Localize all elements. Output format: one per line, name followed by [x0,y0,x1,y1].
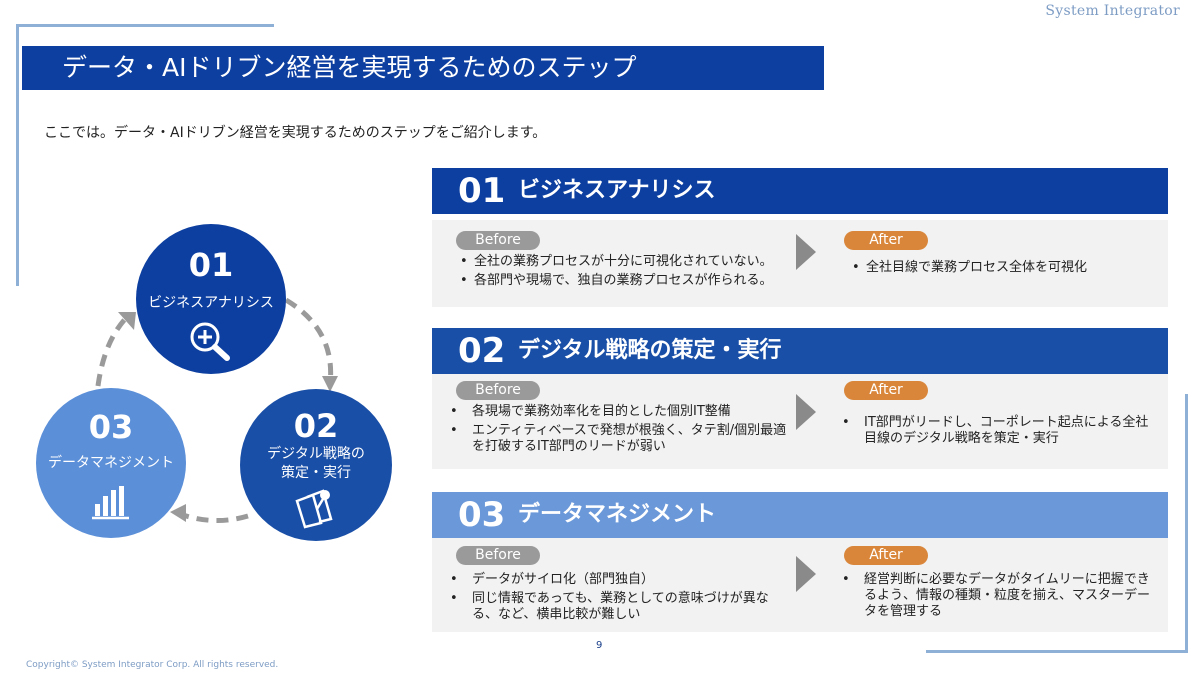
before-list: •データがサイロ化（部門独自） •同じ情報であっても、業務としての意味づけが異な… [448,572,788,626]
documents-pin-icon [295,489,333,529]
page-number: 9 [596,640,603,651]
step-number: 01 [458,171,506,211]
after-list: •全社目線で業務プロセス全体を可視化 [850,260,1160,279]
cycle-step-num: 03 [88,408,134,446]
step-header: 02 デジタル戦略の策定・実行 [432,328,1168,374]
step-section-03: 03 データマネジメント Before •データがサイロ化（部門独自） •同じ情… [432,492,1168,632]
step-section-02: 02 デジタル戦略の策定・実行 Before •各現場で業務効率化を目的とした個… [432,328,1168,469]
after-badge: After [844,381,928,400]
cycle-step-label-line2: 策定・実行 [281,465,351,481]
after-badge: After [844,231,928,250]
step-title: データマネジメント [518,502,717,527]
before-list: •全社の業務プロセスが十分に可視化されていない。 •各部門や現場で、独自の業務プ… [458,254,788,292]
step-title: デジタル戦略の策定・実行 [518,338,782,363]
arrow-head-02 [322,376,338,392]
list-item: •エンティティベースで発想が根強く、タテ割/個別最適を打破するIT部門のリードが… [450,423,787,454]
after-list: •経営判断に必要なデータがタイムリーに把握できるよう、情報の種類・粒度を揃え、マ… [840,572,1160,623]
step-body: Before •全社の業務プロセスが十分に可視化されていない。 •各部門や現場で… [432,220,1168,307]
cycle-step-num: 02 [293,407,339,445]
list-item: •各部門や現場で、独自の業務プロセスが作られる。 [460,273,773,288]
arrow-head-01 [118,312,136,330]
page-title: データ・AIドリブン経営を実現するためのステップ [62,53,637,82]
cycle-step-num: 01 [188,246,234,284]
arrow-head-03 [170,504,186,522]
bar-chart-icon [92,486,129,520]
brand-name: System Integrator [1045,3,1180,19]
before-badge: Before [456,231,540,250]
list-item: •全社目線で業務プロセス全体を可視化 [852,260,1088,275]
cycle-step-03: 03 データマネジメント [36,388,186,538]
list-item: •IT部門がリードし、コーポレート起点による全社目線のデジタル戦略を策定・実行 [842,415,1149,446]
after-badge: After [844,546,928,565]
cycle-step-01: 01 ビジネスアナリシス [136,224,286,374]
step-body: Before •各現場で業務効率化を目的とした個別IT整備 •エンティティベース… [432,374,1168,469]
cycle-step-label: データマネジメント [48,455,174,471]
magnify-plus-icon [190,322,230,361]
left-vertical-line [16,24,19,286]
cycle-diagram: 01 ビジネスアナリシス 02 デジタル戦略の 策定・実行 03 データマネジメ… [0,0,430,600]
step-number: 03 [458,495,506,535]
copyright-text: Copyright© System Integrator Corp. All r… [26,660,279,670]
title-bar: データ・AIドリブン経営を実現するためのステップ [22,46,824,90]
intro-text: ここでは。データ・AIドリブン経営を実現するためのステップをご紹介します。 [44,125,547,141]
arrow-03-to-01 [95,316,128,387]
list-item: •各現場で業務効率化を目的とした個別IT整備 [450,404,731,419]
cycle-step-02: 02 デジタル戦略の 策定・実行 [240,389,392,541]
step-header: 01 ビジネスアナリシス [432,168,1168,214]
cycle-step-label-line1: デジタル戦略の [267,446,365,462]
before-badge: Before [456,546,540,565]
cycle-step-label: ビジネスアナリシス [148,295,274,311]
list-item: •経営判断に必要なデータがタイムリーに把握できるよう、情報の種類・粒度を揃え、マ… [842,572,1151,619]
arrow-01-to-02 [284,297,334,385]
right-vertical-line [1185,394,1188,653]
list-item: •データがサイロ化（部門独自） [450,572,655,587]
top-left-line [16,24,274,27]
list-item: •全社の業務プロセスが十分に可視化されていない。 [460,254,773,269]
list-item: •同じ情報であっても、業務としての意味づけが異なる、など、横串比較が難しい [450,591,769,622]
chevron-right-icon [796,234,816,270]
chevron-right-icon [796,394,816,430]
step-section-01: 01 ビジネスアナリシス Before •全社の業務プロセスが十分に可視化されて… [432,168,1168,308]
step-title: ビジネスアナリシス [518,178,716,203]
bottom-right-line [926,650,1188,653]
step-body: Before •データがサイロ化（部門独自） •同じ情報であっても、業務としての… [432,538,1168,632]
after-list: •IT部門がリードし、コーポレート起点による全社目線のデジタル戦略を策定・実行 [840,415,1160,450]
chevron-right-icon [796,556,816,592]
step-header: 03 データマネジメント [432,492,1168,538]
before-list: •各現場で業務効率化を目的とした個別IT整備 •エンティティベースで発想が根強く… [448,404,788,458]
before-badge: Before [456,381,540,400]
cycle-arrows [95,297,338,524]
arrow-02-to-03 [179,511,249,524]
step-number: 02 [458,331,506,371]
